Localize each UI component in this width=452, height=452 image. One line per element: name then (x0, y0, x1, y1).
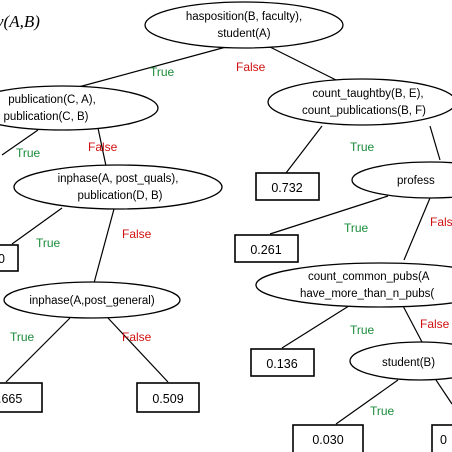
node-root: hasposition(B, faculty), student(A) (144, 1, 344, 49)
node-count-taughtby-line1: count_taughtby(B, E), (312, 88, 423, 100)
leaf-509: 0.509 (136, 382, 200, 413)
edge-professor-false (403, 197, 431, 261)
node-student-b: student(B) (349, 341, 452, 381)
edge-label-inphase-quals-true: True (36, 236, 61, 250)
leaf-509-value: 0.509 (152, 392, 183, 406)
edge-professor-true (269, 195, 389, 235)
node-professor-line1: profess (397, 175, 435, 187)
node-common-pubs-line2: have_more_than_n_pubs( (300, 288, 434, 300)
edge-labels: True False True False True False True Fa… (10, 60, 452, 418)
edge-common-pubs-false (401, 303, 423, 343)
edge-common-pubs-true (281, 303, 353, 349)
leaf-261-value: 0.261 (250, 243, 281, 257)
edge-label-root-true: True (150, 65, 175, 79)
edge-inphase-quals-false (93, 208, 115, 284)
node-root-line2: student(A) (217, 28, 270, 40)
leaf-030: 0.030 (292, 424, 364, 452)
node-student-b-line1: student(B) (382, 357, 435, 369)
leaf-cut-value: 0 (440, 433, 447, 447)
leaf-030-value: 0.030 (312, 433, 343, 447)
edge-student-b-false (435, 379, 452, 405)
edge-inphase-general-true (5, 317, 71, 383)
leaf-0: 0 (0, 244, 19, 272)
edge-inphase-quals-true (11, 207, 63, 245)
node-professor: profess (351, 161, 452, 199)
leaf-136-value: 0.136 (266, 357, 297, 371)
leaf-665-value: .665 (0, 392, 22, 406)
node-count-taughtby: count_taughtby(B, E), count_publications… (267, 78, 452, 126)
edge-root-false (265, 44, 349, 87)
edge-count-taughtby-false (429, 125, 441, 161)
node-common-pubs: count_common_pubs(A have_more_than_n_pub… (255, 262, 452, 308)
edge-label-inphase-quals-false: False (122, 227, 152, 241)
node-inphase-general-line1: inphase(A,post_general) (29, 295, 154, 307)
edge-publication-true (1, 129, 39, 156)
leaf-0-value: 0 (0, 252, 5, 266)
node-count-taughtby-line2: count_publications(B, F) (302, 105, 426, 117)
edge-publication-false (97, 127, 107, 167)
edge-root-true (59, 46, 227, 93)
edge-label-professor-false: False (430, 215, 452, 229)
node-root-line1: hasposition(B, faculty), (186, 11, 302, 23)
edge-label-root-false: False (236, 60, 266, 74)
node-inphase-general: inphase(A,post_general) (3, 281, 181, 319)
edge-label-publication-false: False (88, 140, 118, 154)
edge-label-publication-true: True (16, 146, 41, 160)
edge-label-inphase-general-false: False (122, 330, 152, 344)
leaf-732: 0.732 (255, 172, 320, 201)
node-common-pubs-line1: count_common_pubs(A (308, 271, 430, 283)
edge-student-b-true (335, 379, 399, 425)
tree-edges (1, 44, 452, 425)
edge-label-count-taughtby-true: True (350, 140, 375, 154)
leaf-261: 0.261 (234, 234, 299, 263)
edge-label-common-pubs-false: False (420, 317, 450, 331)
edge-inphase-general-false (107, 317, 169, 383)
node-inphase-quals: inphase(A, post_quals), publication(D, B… (13, 164, 223, 210)
leaf-732-value: 0.732 (271, 181, 302, 195)
edge-count-taughtby-true (285, 125, 323, 174)
node-inphase-quals-line1: inphase(A, post_quals), (58, 173, 179, 185)
node-inphase-quals-line2: publication(D, B) (77, 190, 162, 202)
diagram-title: y(A,B) (0, 12, 40, 31)
edge-label-common-pubs-true: True (350, 323, 375, 337)
edge-label-student-b-true: True (370, 404, 395, 418)
edge-label-professor-true: True (344, 221, 369, 235)
leaf-cut: 0 (431, 424, 452, 452)
leaf-665: .665 (0, 382, 43, 413)
node-publication-line2: publication(C, B) (3, 111, 88, 123)
edge-label-inphase-general-true: True (10, 330, 35, 344)
node-publication-line1: publication(C, A), (8, 94, 96, 106)
node-publication: publication(C, A), publication(C, B) (0, 85, 159, 131)
leaf-136: 0.136 (250, 348, 315, 377)
